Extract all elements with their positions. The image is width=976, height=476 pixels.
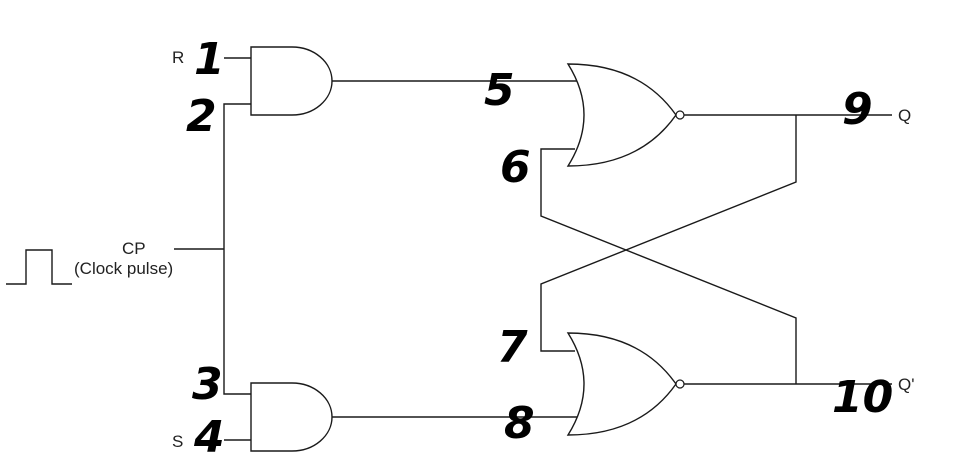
annotation-3: 3 — [192, 359, 223, 410]
annotation-6: 6 — [500, 142, 531, 193]
annotation-7: 7 — [497, 322, 528, 373]
s-label: S — [172, 432, 183, 451]
feedback-qbar-to-upper-nor — [540, 148, 797, 384]
nor-gate-top-bubble — [675, 110, 685, 120]
annotation-1: 1 — [194, 34, 225, 85]
clock-bus-wire — [223, 103, 251, 395]
nor-gate-bottom-bubble — [675, 379, 685, 389]
nor-gate-bottom — [566, 332, 677, 436]
feedback-q-to-lower-nor — [540, 115, 797, 352]
annotation-8: 8 — [504, 398, 535, 449]
q-label: Q — [898, 106, 911, 125]
cp-description-label: (Clock pulse) — [74, 259, 173, 278]
and-gate-top — [250, 46, 333, 116]
cp-label: CP — [122, 239, 146, 258]
annotation-5: 5 — [484, 65, 515, 116]
annotation-2: 2 — [186, 91, 217, 142]
and-gate-bottom — [250, 382, 333, 452]
annotation-4: 4 — [193, 412, 225, 463]
annotation-10: 10 — [832, 372, 893, 423]
q-bar-label: Q' — [898, 375, 914, 394]
nor-gate-top — [566, 63, 677, 167]
clock-pulse-waveform — [6, 249, 72, 285]
annotation-9: 9 — [842, 84, 873, 135]
r-label: R — [172, 48, 184, 67]
